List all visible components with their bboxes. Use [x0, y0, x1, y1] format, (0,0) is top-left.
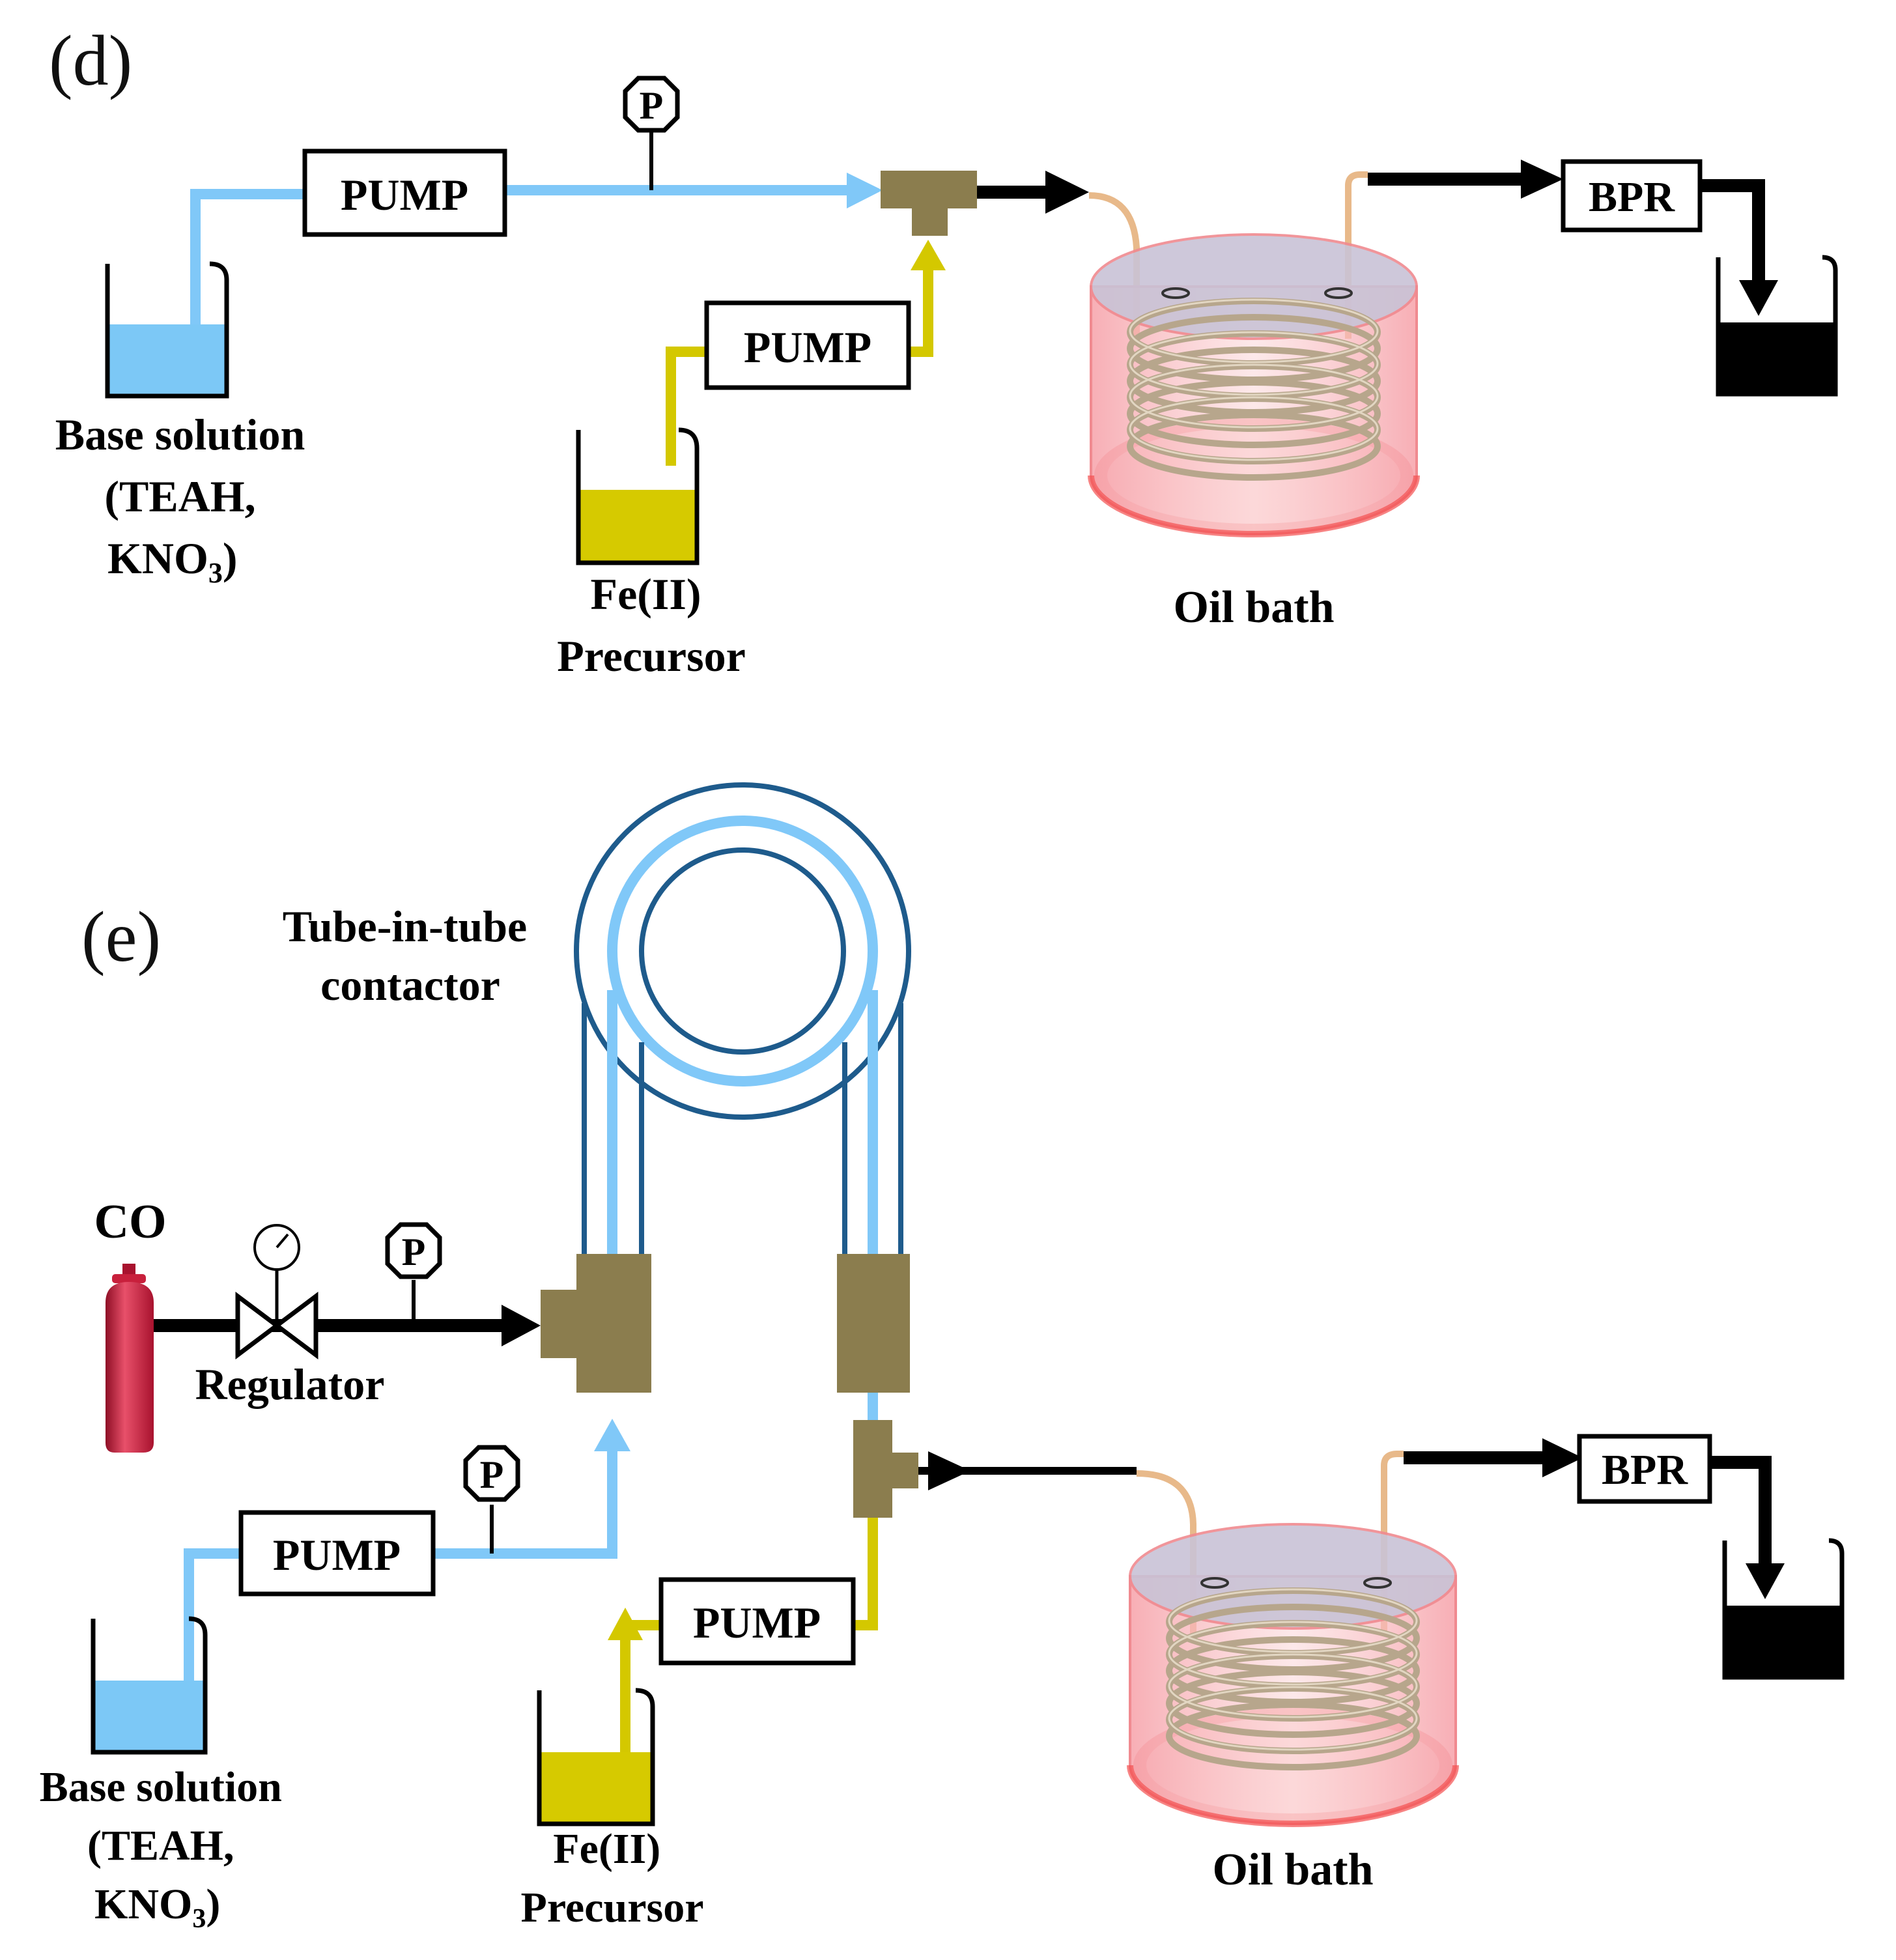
base-label-d: Base solution (TEAH, KNO3): [55, 410, 317, 589]
svg-text:PUMP: PUMP: [341, 170, 468, 220]
bpr-outlet-line-e: [1710, 1456, 1772, 1570]
pump-base-d: [302, 149, 507, 237]
precursor-label-d: Fe(II) Precursor: [557, 569, 746, 681]
regulator-label: Regulator: [195, 1359, 385, 1409]
base-line-d: [190, 189, 305, 332]
precursor-line-d: [666, 347, 707, 466]
mixer-outlet-arrow-d: [1045, 171, 1089, 214]
bath-inlet-tube-d: [1088, 192, 1140, 345]
panel-e: (e) Tube-in-tube contactor CO: [40, 782, 1842, 1934]
bpr-outlet-arrow-e: [1746, 1563, 1785, 1599]
panel-d: (d) P Base solution (TEAH, KNO3) PUMP: [49, 21, 1835, 681]
gas-arrow: [502, 1305, 541, 1346]
panel-d-tag: (d): [49, 21, 132, 100]
svg-text:BPR: BPR: [1589, 173, 1675, 221]
collection-vessel-d: [1718, 257, 1835, 394]
svg-text:PUMP: PUMP: [273, 1530, 401, 1580]
precursor-arrow-d: [911, 240, 946, 270]
bpr-outlet-line-d: [1700, 179, 1765, 287]
precursor-label-e: Fe(II) Precursor: [521, 1825, 704, 1931]
svg-text:BPR: BPR: [1602, 1446, 1688, 1494]
contactor-label: Tube-in-tube contactor: [283, 902, 538, 1010]
base-line-e: [184, 1548, 241, 1681]
precursor-beaker-e: [537, 1688, 655, 1826]
precursor-beaker-d: [576, 427, 700, 565]
precursor-outlet-line-d: [909, 267, 933, 357]
svg-text:PUMP: PUMP: [693, 1598, 821, 1647]
tube-in-tube-contactor: [574, 782, 911, 1257]
svg-text:PUMP: PUMP: [744, 322, 871, 372]
oil-bath-d: [1091, 234, 1417, 534]
bpr-e: [1577, 1434, 1712, 1504]
pressure-gauge-base-e: P: [466, 1447, 518, 1499]
regulator-valve: [235, 1224, 318, 1359]
bpr-outlet-arrow-d: [1739, 280, 1778, 316]
gas-label: CO: [94, 1195, 167, 1249]
pressure-gauge-gas: P: [388, 1225, 440, 1277]
pump-outlet-line-e: [433, 1446, 617, 1559]
bath-inlet-tube-e: [1136, 1470, 1196, 1641]
panel-e-tag: (e): [81, 897, 161, 976]
base-arrow-d: [847, 173, 883, 208]
precursor-arrow-e: [608, 1608, 643, 1640]
base-label-e: Base solution (TEAH, KNO3): [40, 1763, 293, 1934]
oil-bath-label-e: Oil bath: [1212, 1845, 1373, 1895]
contactor-outlet-connector: [837, 1254, 910, 1393]
bpr-d: [1561, 159, 1703, 233]
pump-precursor-e: [658, 1577, 856, 1666]
precursor-outlet-line-e: [853, 1518, 878, 1630]
svg-text:P: P: [640, 84, 664, 127]
co-gas-cylinder: [106, 1264, 154, 1453]
contactor-inlet-connector: [541, 1254, 651, 1393]
collection-vessel-e: [1725, 1541, 1842, 1677]
pump-precursor-d: [704, 300, 911, 390]
t-mixer-e: [853, 1420, 918, 1518]
t-mixer-d: [881, 171, 977, 236]
mixer-outlet-arrow-e: [928, 1451, 970, 1490]
pressure-gauge-d: P: [625, 78, 677, 130]
bath-to-bpr-arrow-e: [1542, 1438, 1583, 1477]
base-beaker-d: [105, 261, 229, 399]
base-beaker-e: [91, 1616, 208, 1755]
bath-to-bpr-arrow-d: [1521, 160, 1563, 199]
oil-bath-label-d: Oil bath: [1173, 582, 1334, 632]
oil-bath-e: [1130, 1524, 1456, 1824]
base-arrow-e: [594, 1419, 630, 1451]
svg-text:P: P: [402, 1230, 426, 1273]
pump-base-e: [238, 1510, 436, 1597]
svg-text:P: P: [480, 1453, 504, 1496]
